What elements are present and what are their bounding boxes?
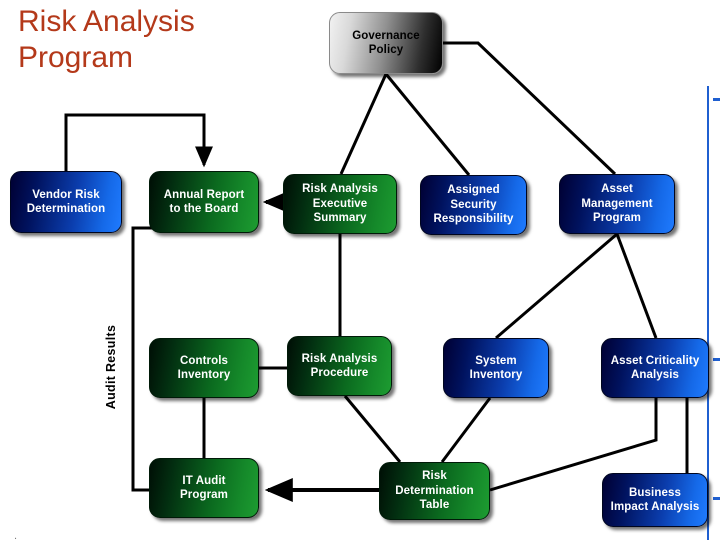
node-business-impact-analysis[interactable]: Business Impact Analysis [602,473,708,527]
connector-asset-management-to-system-inventory [495,232,618,340]
footer-mark: . [14,530,18,540]
connector-governance-to-asset-management [443,41,617,176]
slide-edge-tick-middle [713,358,720,361]
node-governance-policy[interactable]: Governance Policy [329,12,443,74]
slide-edge-tick-bottom [713,497,720,500]
node-system-inventory[interactable]: System Inventory [443,338,549,398]
connector-risk-procedure-to-risk-determination [343,395,402,463]
node-assigned-security-responsibility[interactable]: Assigned Security Responsibility [420,175,527,235]
connector-vendor-risk-to-annual-report [64,113,214,171]
node-risk-analysis-procedure[interactable]: Risk Analysis Procedure [287,336,392,396]
node-vendor-risk-determination[interactable]: Vendor Risk Determination [10,171,122,233]
slide-edge-tick-top [713,98,720,101]
node-risk-determination-table[interactable]: Risk Determination Table [379,462,490,520]
connector-asset-management-to-asset-criticality [615,233,658,339]
connector-governance-to-assigned-security [384,73,471,176]
node-risk-analysis-executive-summary[interactable]: Risk Analysis Executive Summary [283,174,397,234]
slide-edge-accent-line [707,86,709,540]
node-annual-report-to-the-board[interactable]: Annual Report to the Board [149,171,259,233]
node-controls-inventory[interactable]: Controls Inventory [149,338,259,398]
node-asset-criticality-analysis[interactable]: Asset Criticality Analysis [601,338,709,398]
node-asset-management-program[interactable]: Asset Management Program [559,174,675,234]
page-title: Risk Analysis Program [18,5,195,74]
connector-asset-criticality-to-risk-determination [489,398,658,492]
audit-results-label: Audit Results [104,324,118,410]
node-it-audit-program[interactable]: IT Audit Program [149,458,259,518]
connector-governance-to-exec-summary [339,73,388,175]
connector-system-inventory-to-risk-determination [440,397,492,463]
